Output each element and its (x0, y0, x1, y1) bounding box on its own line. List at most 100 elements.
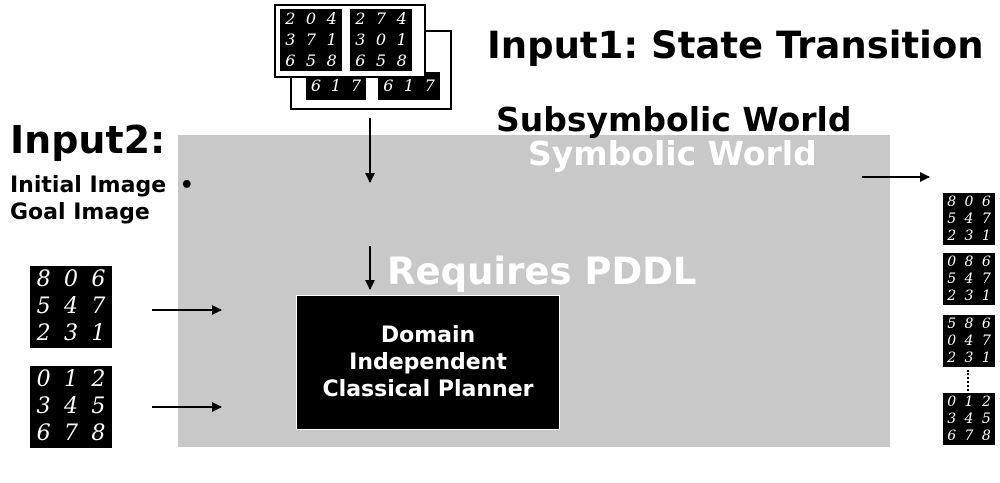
tile: 3 (285, 29, 296, 49)
tile: 4 (326, 9, 337, 29)
tile: 5 (375, 50, 387, 70)
tile: 8 (964, 315, 974, 332)
tile: 6 (981, 315, 991, 332)
tile: 5 (91, 393, 106, 419)
classical-planner-box: Domain Independent Classical Planner (296, 295, 560, 430)
planner-line-1: Domain (380, 323, 476, 348)
tile: 2 (355, 9, 366, 29)
tile: 3 (964, 288, 974, 305)
tile: 6 (285, 50, 296, 70)
tile: 2 (947, 228, 957, 245)
tile: 2 (91, 366, 106, 392)
tile: 3 (964, 228, 974, 245)
tile: 8 (964, 253, 974, 270)
tile: 7 (964, 428, 974, 445)
tile: 3 (947, 410, 957, 427)
tile: 6 (355, 50, 366, 70)
tile: 0 (36, 366, 51, 392)
planner-line-3: Classical Planner (322, 377, 534, 402)
goal-state-image: 0 1 2 3 4 5 6 7 8 (30, 366, 112, 448)
tile: 4 (964, 332, 974, 349)
stack-digit: 1 (330, 76, 342, 95)
tile: 2 (285, 9, 296, 29)
tile: 7 (305, 29, 317, 49)
plan-state-3: 5 8 6 0 4 7 2 3 1 (943, 315, 995, 367)
tile: 8 (396, 50, 407, 70)
stack-digit: 6 (310, 76, 322, 95)
input2-bullet: • (179, 173, 194, 198)
input2-title: Input2: (10, 118, 166, 162)
tile: 4 (63, 393, 78, 419)
tile: 2 (947, 350, 957, 367)
plan-state-goal: 0 1 2 3 4 5 6 7 8 (943, 393, 995, 445)
tile: 8 (326, 50, 337, 70)
subsymbolic-world-label: Subsymbolic World (496, 100, 852, 139)
transition-after-image: 2 7 4 3 0 1 6 5 8 (350, 9, 412, 71)
tile: 3 (63, 321, 78, 347)
stack-digit: 7 (350, 76, 362, 95)
tile: 7 (63, 421, 78, 447)
symbolic-world-label: Symbolic World (528, 134, 817, 173)
tile: 1 (964, 393, 974, 410)
requires-pddl-label: Requires PDDL (387, 250, 697, 293)
tile: 3 (964, 350, 974, 367)
tile: 0 (947, 253, 957, 270)
tile: 7 (91, 293, 106, 319)
tile: 0 (305, 9, 317, 29)
stack-digit: 6 (383, 76, 394, 95)
tile: 4 (964, 410, 974, 427)
initial-state-image: 8 0 6 5 4 7 2 3 1 (30, 266, 112, 348)
transition-before-image: 2 0 4 3 7 1 6 5 8 (280, 9, 342, 71)
tile: 8 (981, 428, 991, 445)
tile: 0 (63, 266, 78, 292)
tile: 0 (947, 393, 957, 410)
tile: 6 (91, 266, 106, 292)
stack-digit: 7 (424, 76, 435, 95)
tile: 8 (91, 421, 106, 447)
input1-title: Input1: State Transition (487, 24, 984, 67)
tile: 6 (947, 428, 957, 445)
tile: 6 (36, 421, 51, 447)
tile: 8 (36, 266, 51, 292)
tile: 1 (63, 366, 78, 392)
planner-line-2: Independent (349, 350, 507, 375)
tile: 4 (964, 270, 974, 287)
tile: 7 (981, 210, 991, 227)
input2-item-initial-label: Initial Image (10, 173, 167, 198)
tile: 1 (981, 228, 991, 245)
tile: 8 (947, 193, 957, 210)
tile: 3 (355, 29, 366, 49)
input2-item-goal: Goal Image (10, 200, 150, 225)
tile: 6 (981, 193, 991, 210)
tile: 5 (305, 50, 317, 70)
tile: 7 (375, 9, 387, 29)
tile: 2 (981, 393, 991, 410)
plan-ellipsis-connector (967, 370, 969, 398)
stack-digit: 1 (403, 76, 415, 95)
tile: 7 (981, 270, 991, 287)
tile: 5 (947, 210, 957, 227)
tile: 1 (91, 321, 106, 347)
tile: 5 (947, 315, 957, 332)
tile: 5 (981, 410, 991, 427)
tile: 4 (964, 210, 974, 227)
tile: 7 (981, 332, 991, 349)
plan-state-2: 0 8 6 5 4 7 2 3 1 (943, 253, 995, 305)
tile: 1 (396, 29, 407, 49)
tile: 5 (36, 293, 51, 319)
tile: 1 (981, 350, 991, 367)
tile: 6 (981, 253, 991, 270)
tile: 1 (981, 288, 991, 305)
tile: 4 (396, 9, 407, 29)
tile: 2 (36, 321, 51, 347)
tile: 1 (326, 29, 337, 49)
tile: 0 (947, 332, 957, 349)
tile: 0 (964, 193, 974, 210)
tile: 3 (36, 393, 51, 419)
tile: 0 (375, 29, 387, 49)
plan-state-1: 8 0 6 5 4 7 2 3 1 (943, 193, 995, 245)
tile: 5 (947, 270, 957, 287)
tile: 4 (63, 293, 78, 319)
input2-item-initial: Initial Image • (10, 173, 194, 198)
